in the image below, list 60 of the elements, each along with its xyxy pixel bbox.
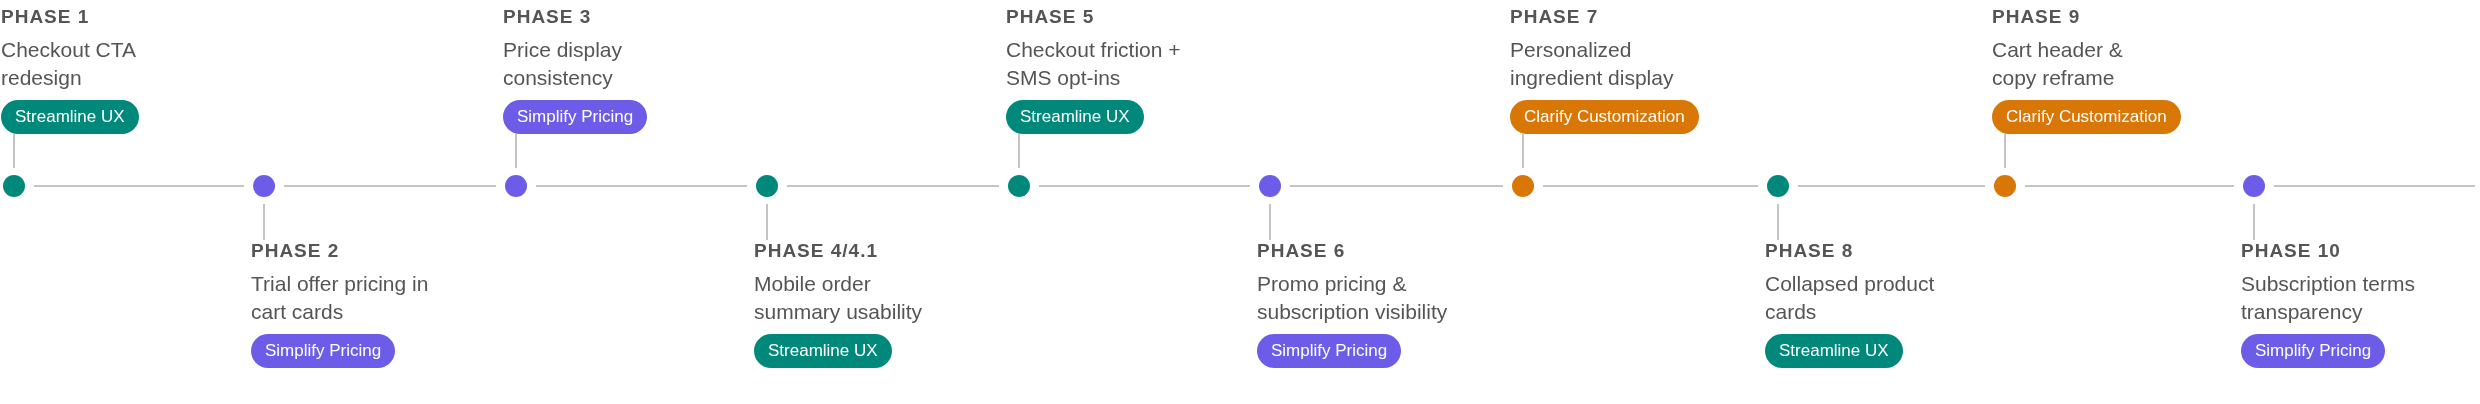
- tick-line: [1522, 133, 1524, 169]
- tick-line: [2004, 133, 2006, 169]
- phase-heading: PHASE 10: [2241, 240, 2342, 262]
- timeline-dot: [253, 175, 275, 197]
- phase-description: Checkout CTA redesign: [1, 37, 137, 91]
- phase-heading: PHASE 5: [1006, 6, 1096, 28]
- phase-description: Checkout friction + SMS opt-ins: [1006, 37, 1182, 91]
- tick-line: [13, 133, 15, 169]
- phase-heading: PHASE 2: [251, 240, 341, 262]
- phase-description: Trial offer pricing in cart cards: [251, 271, 430, 325]
- category-tag: Simplify Pricing: [2241, 334, 2386, 368]
- phase-heading: PHASE 6: [1257, 240, 1347, 262]
- category-tag: Simplify Pricing: [251, 334, 396, 368]
- timeline-line: [1797, 185, 1986, 187]
- tick-line: [1269, 203, 1271, 241]
- phase-description: Mobile order summary usability: [754, 271, 924, 325]
- phase-description: Personalized ingredient display: [1510, 37, 1675, 91]
- phase-description: Collapsed product cards: [1765, 271, 1936, 325]
- timeline-dot: [1994, 175, 2016, 197]
- timeline-dot: [756, 175, 778, 197]
- category-tag: Simplify Pricing: [503, 100, 648, 134]
- timeline-dot: [1512, 175, 1534, 197]
- phase-heading: PHASE 1: [1, 6, 91, 28]
- category-tag: Simplify Pricing: [1257, 334, 1402, 368]
- timeline-dot: [505, 175, 527, 197]
- timeline-dot: [1008, 175, 1030, 197]
- category-tag: Streamline UX: [1006, 100, 1144, 134]
- timeline-line: [535, 185, 748, 187]
- tick-line: [263, 203, 265, 241]
- tick-line: [2253, 203, 2255, 241]
- category-tag: Clarify Customization: [1992, 100, 2181, 134]
- phase-heading: PHASE 9: [1992, 6, 2082, 28]
- timeline-line: [283, 185, 497, 187]
- phase-description: Cart header & copy reframe: [1992, 37, 2124, 91]
- timeline-dot: [2243, 175, 2265, 197]
- timeline-line: [786, 185, 1000, 187]
- tick-line: [1777, 203, 1779, 241]
- phase-description: Price display consistency: [503, 37, 624, 91]
- tick-line: [766, 203, 768, 241]
- phase-heading: PHASE 3: [503, 6, 593, 28]
- timeline-line: [1038, 185, 1251, 187]
- phase-description: Subscription terms transparency: [2241, 271, 2416, 325]
- category-tag: Streamline UX: [1, 100, 139, 134]
- timeline-line: [2273, 185, 2476, 187]
- timeline-line: [1289, 185, 1504, 187]
- timeline-dot: [1767, 175, 1789, 197]
- tick-line: [515, 133, 517, 169]
- timeline-line: [2024, 185, 2235, 187]
- timeline-dot: [3, 175, 25, 197]
- category-tag: Streamline UX: [754, 334, 892, 368]
- phase-heading: PHASE 8: [1765, 240, 1855, 262]
- timeline-dot: [1259, 175, 1281, 197]
- phase-description: Promo pricing & subscription visibility: [1257, 271, 1449, 325]
- timeline-line: [1542, 185, 1759, 187]
- timeline-line: [33, 185, 245, 187]
- category-tag: Clarify Customization: [1510, 100, 1699, 134]
- phase-heading: PHASE 7: [1510, 6, 1600, 28]
- phase-heading: PHASE 4/4.1: [754, 240, 879, 262]
- tick-line: [1018, 133, 1020, 169]
- category-tag: Streamline UX: [1765, 334, 1903, 368]
